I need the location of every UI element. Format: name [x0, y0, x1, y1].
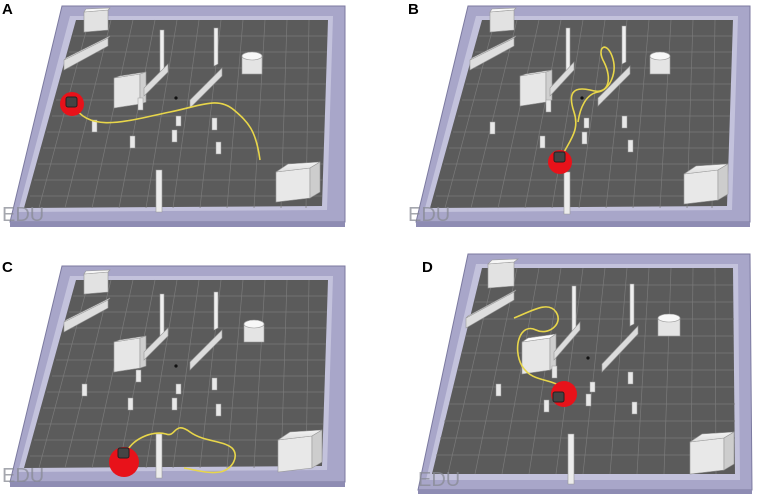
obstacle-wall-diagonal: [465, 289, 517, 329]
robot: [117, 447, 130, 459]
obstacle-cube: [689, 431, 735, 475]
obstacle-wall: [143, 293, 169, 361]
obstacle-cylinder: [649, 51, 671, 75]
arena-center-mark: [580, 96, 584, 100]
obstacle-wall: [143, 29, 169, 97]
robot: [553, 151, 566, 163]
panel-label: D: [422, 259, 433, 276]
obstacle-wall: [601, 283, 639, 373]
arena-center-mark: [174, 96, 178, 100]
obstacle-cube: [277, 429, 323, 473]
panel-b: B EDU: [408, 1, 751, 227]
obstacle-wall-front: [155, 433, 163, 479]
obstacle-wall: [597, 25, 631, 107]
obstacle-cube: [683, 163, 729, 205]
floor-grid: [436, 19, 732, 209]
obstacle-wall-front: [155, 169, 163, 213]
obstacle-pillar: [91, 97, 222, 155]
obstacle-wall-front: [563, 171, 571, 215]
floor-grid: [30, 279, 327, 469]
obstacle-cube: [83, 7, 111, 33]
obstacle-cylinder: [657, 313, 681, 337]
robot-trajectory: [561, 46, 615, 157]
obstacle-wall: [553, 285, 581, 361]
obstacle-cylinder: [243, 319, 265, 343]
obstacle-wall-diagonal: [63, 35, 111, 71]
obstacle-cube: [521, 333, 557, 375]
obstacle-cube: [113, 71, 147, 109]
arena-center-mark: [586, 356, 590, 360]
panel-label: C: [2, 259, 13, 276]
robot-trajectory: [73, 102, 261, 161]
arena-floor: [432, 268, 735, 474]
obstacle-cube: [489, 7, 517, 33]
panel-label: A: [2, 1, 13, 18]
watermark-text: EDU: [2, 465, 44, 487]
obstacle-cube: [113, 335, 147, 373]
watermark-text: EDU: [2, 204, 44, 226]
front-wall: [418, 490, 752, 494]
obstacle-wall: [189, 291, 223, 371]
obstacle-wall: [549, 27, 575, 97]
panel-a: A EDU: [2, 1, 346, 227]
obstacle-pillar: [81, 369, 222, 417]
front-wall: [10, 222, 345, 227]
obstacle-wall-diagonal: [63, 297, 111, 333]
panel-label: B: [408, 1, 419, 18]
watermark-text: EDU: [408, 204, 450, 226]
front-wall: [10, 482, 345, 487]
obstacle-cube: [83, 269, 111, 295]
arena-center-mark: [174, 364, 178, 368]
obstacle-cube: [275, 161, 321, 203]
obstacle-wall-front: [567, 433, 575, 485]
robot-trajectory: [125, 427, 236, 474]
obstacle-pillar: [489, 99, 634, 153]
target-zone: [109, 447, 139, 477]
obstacle-cylinder: [241, 51, 263, 75]
obstacle-cube: [487, 258, 519, 289]
obstacle-pillar: [495, 365, 638, 415]
front-wall: [416, 222, 750, 227]
obstacle-wall: [189, 27, 223, 109]
floor-grid: [436, 267, 735, 475]
panel-c: C EDU: [2, 259, 346, 487]
panel-d: D EDU: [417, 253, 753, 494]
robot: [552, 391, 565, 403]
floor-grid: [30, 19, 327, 209]
watermark-text: EDU: [418, 469, 460, 491]
obstacle-wall-diagonal: [469, 35, 517, 71]
robot: [65, 96, 78, 108]
